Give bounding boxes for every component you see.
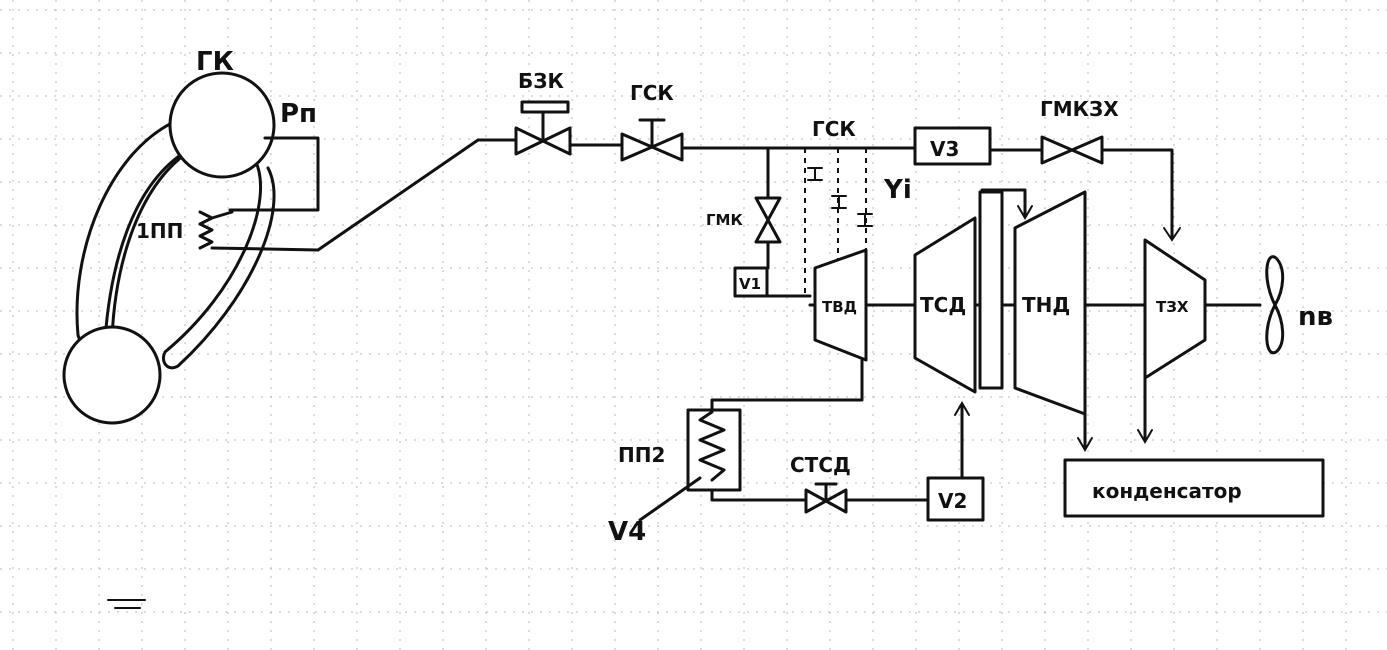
quick-closing-valve[interactable]: БЗК <box>514 69 572 156</box>
superheater-1-coil <box>198 210 214 250</box>
stray-mark-bottom-left <box>107 599 146 609</box>
condenser: конденсатор <box>1063 458 1325 518</box>
propeller-blade-bottom <box>1265 303 1285 355</box>
turbine-group: ТВД ТСД ТНД ТЗХ <box>808 188 1262 452</box>
boiler-riser-tube-inner <box>110 150 190 340</box>
main-stop-valve-label: ГСК <box>630 81 674 105</box>
intermediate-pressure-turbine-label: ТСД <box>920 293 966 317</box>
maneuvering-branch: ГМК V1 <box>706 146 812 298</box>
sensor-v3-label: V3 <box>930 137 959 161</box>
sensor-v4-label: V4 <box>608 517 646 547</box>
propeller-blade-top <box>1265 255 1285 307</box>
nozzle-valve-3 <box>857 213 873 227</box>
maneuvering-valve-label: ГМК <box>706 211 743 229</box>
superheater-1-label: 1ПП <box>136 219 183 243</box>
v2-to-ip-turbine-arrow <box>954 401 970 416</box>
boiler-unit: ГК Pп 1ПП <box>62 47 320 425</box>
reheater-2-coil <box>698 410 726 482</box>
quick-closing-valve-actuator <box>520 100 570 114</box>
nozzle-valve-1 <box>807 167 823 181</box>
condenser-box <box>1063 458 1325 518</box>
main-steam-arrow <box>1163 227 1181 242</box>
crossover-duct <box>980 188 1027 217</box>
astern-turbine-label: ТЗХ <box>1156 298 1189 316</box>
lp-exhaust-arrow <box>1077 437 1093 452</box>
astern-maneuvering-valve-body <box>1040 135 1104 165</box>
nozzle-groups-label: Yi <box>883 175 912 205</box>
astern-turbine <box>1143 238 1207 380</box>
hp-exhaust-pipe <box>710 358 864 412</box>
maneuvering-valve-body[interactable] <box>754 196 782 244</box>
boiler-lower-drum <box>62 325 162 425</box>
main-stop-valve-stem <box>638 118 666 149</box>
nozzle-valve-2 <box>831 195 847 209</box>
reheat-return-pipe <box>710 488 808 502</box>
sensor-v4-pointer <box>638 476 702 522</box>
sensor-v1-box <box>733 266 769 298</box>
sensor-v2-box <box>926 476 985 522</box>
propeller: nв <box>1265 255 1333 355</box>
boiler-pressure-line <box>228 136 320 212</box>
sensor-v1-label: V1 <box>739 275 761 293</box>
sensor-v3-box <box>913 126 992 166</box>
reheater-2-label: ПП2 <box>618 443 665 467</box>
superheater-1-outlet <box>210 210 320 252</box>
steam-distribution-label: ГСК <box>812 117 856 141</box>
astern-maneuvering-valve-label: ГМКЗХ <box>1040 97 1119 121</box>
boiler-pressure-label: Pп <box>280 99 317 129</box>
ip-stop-valve-stem <box>814 482 838 503</box>
propeller-speed-label: nв <box>1298 302 1333 332</box>
boiler-downcomer-tube-outer <box>162 158 276 370</box>
high-pressure-turbine-label: ТВД <box>822 298 857 316</box>
condenser-label: конденсатор <box>1092 479 1242 503</box>
astern-exhaust-arrow <box>1137 429 1153 444</box>
sensor-v3: V3 <box>913 126 992 166</box>
main-steam-line <box>316 138 1181 252</box>
intermediate-pressure-turbine <box>913 216 977 394</box>
sensor-v2-label: V2 <box>938 489 967 513</box>
high-pressure-turbine <box>813 248 868 362</box>
low-pressure-turbine-label: ТНД <box>1022 293 1070 317</box>
main-stop-valve[interactable]: ГСК <box>620 81 684 162</box>
quick-closing-valve-label: БЗК <box>518 69 564 93</box>
boiler-upper-drum <box>168 71 276 179</box>
astern-maneuvering-valve[interactable]: ГМКЗХ <box>1040 97 1119 165</box>
main-steam-pipe-5 <box>1100 148 1174 240</box>
ip-stop-valve-label: СТСД <box>790 453 851 477</box>
reheat-loop: ПП2 СТСД V2 V4 <box>608 358 985 547</box>
crossover-arrow <box>1017 205 1033 220</box>
main-steam-pipe <box>316 138 518 252</box>
crossover-column <box>978 190 1004 390</box>
boiler-label: ГК <box>196 47 234 77</box>
nozzle-groups: Yi <box>804 148 912 296</box>
